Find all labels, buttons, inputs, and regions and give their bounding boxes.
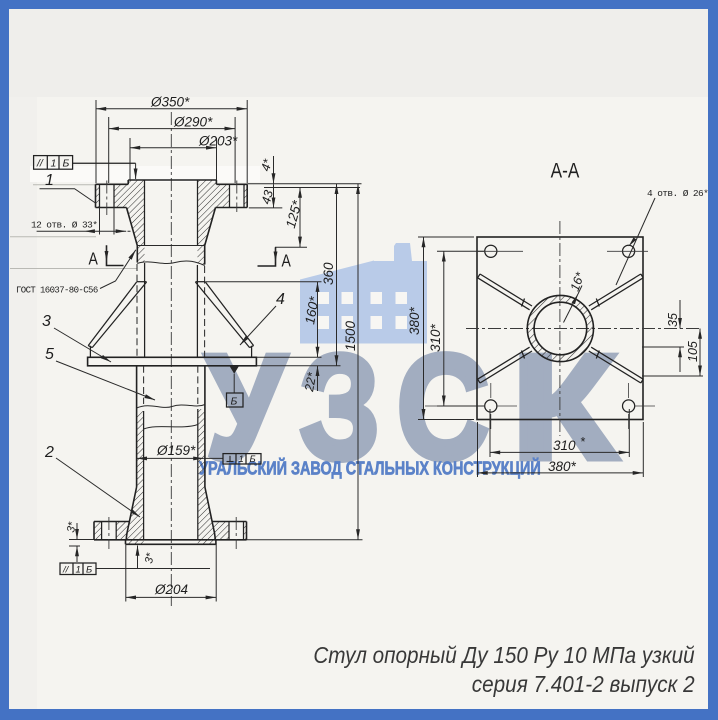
svg-text:360: 360	[321, 262, 336, 285]
svg-text:1: 1	[45, 172, 54, 189]
svg-text:5: 5	[45, 346, 54, 363]
svg-text:310*: 310*	[428, 323, 443, 352]
svg-text:35: 35	[666, 313, 680, 327]
svg-text:4 отв. Ø 26*: 4 отв. Ø 26*	[647, 188, 708, 199]
svg-text:310: 310	[553, 438, 576, 453]
svg-text:3: 3	[42, 313, 51, 330]
svg-text:3*: 3*	[65, 520, 79, 533]
svg-text:ГОСТ 16037-80-С56: ГОСТ 16037-80-С56	[16, 286, 98, 296]
svg-text:380*: 380*	[407, 306, 422, 335]
svg-text:Ø203*: Ø203*	[198, 134, 238, 149]
svg-text:380*: 380*	[548, 459, 577, 474]
svg-text:*: *	[580, 435, 586, 449]
svg-text:УРАЛЬСКИЙ ЗАВОД СТАЛЬНЫХ КОНСТ: УРАЛЬСКИЙ ЗАВОД СТАЛЬНЫХ КОНСТРУКЦИЙ	[199, 458, 541, 479]
svg-text:Ø159*: Ø159*	[156, 443, 196, 458]
svg-text://: //	[36, 158, 44, 170]
svg-text:Ø204: Ø204	[154, 582, 188, 597]
svg-text:4: 4	[276, 291, 285, 308]
svg-text:4*: 4*	[258, 157, 275, 173]
svg-text:А-А: А-А	[551, 160, 580, 183]
svg-text:Ø290*: Ø290*	[173, 115, 213, 130]
svg-text:160*: 160*	[302, 295, 322, 326]
svg-text:Б: Б	[250, 454, 256, 465]
svg-text:22*: 22*	[302, 370, 319, 393]
svg-text:12 отв. Ø 33*: 12 отв. Ø 33*	[31, 220, 97, 231]
svg-text:2: 2	[44, 444, 54, 461]
svg-text:Б: Б	[86, 565, 92, 576]
svg-text:1500: 1500	[343, 320, 358, 351]
svg-text:1: 1	[76, 565, 81, 576]
svg-text:105: 105	[686, 341, 700, 362]
svg-text:16*: 16*	[568, 270, 588, 293]
svg-text:3*: 3*	[143, 551, 157, 564]
svg-text:Б: Б	[231, 396, 238, 408]
svg-text:43: 43	[259, 189, 276, 206]
svg-text:Б: Б	[63, 158, 70, 170]
svg-text:1: 1	[239, 454, 244, 465]
svg-text://: //	[62, 565, 70, 576]
svg-text:А: А	[88, 249, 98, 269]
svg-text:1: 1	[51, 158, 57, 170]
svg-text:А: А	[282, 251, 292, 271]
svg-text:Ø350*: Ø350*	[150, 95, 190, 110]
svg-text:125*: 125*	[283, 198, 305, 229]
